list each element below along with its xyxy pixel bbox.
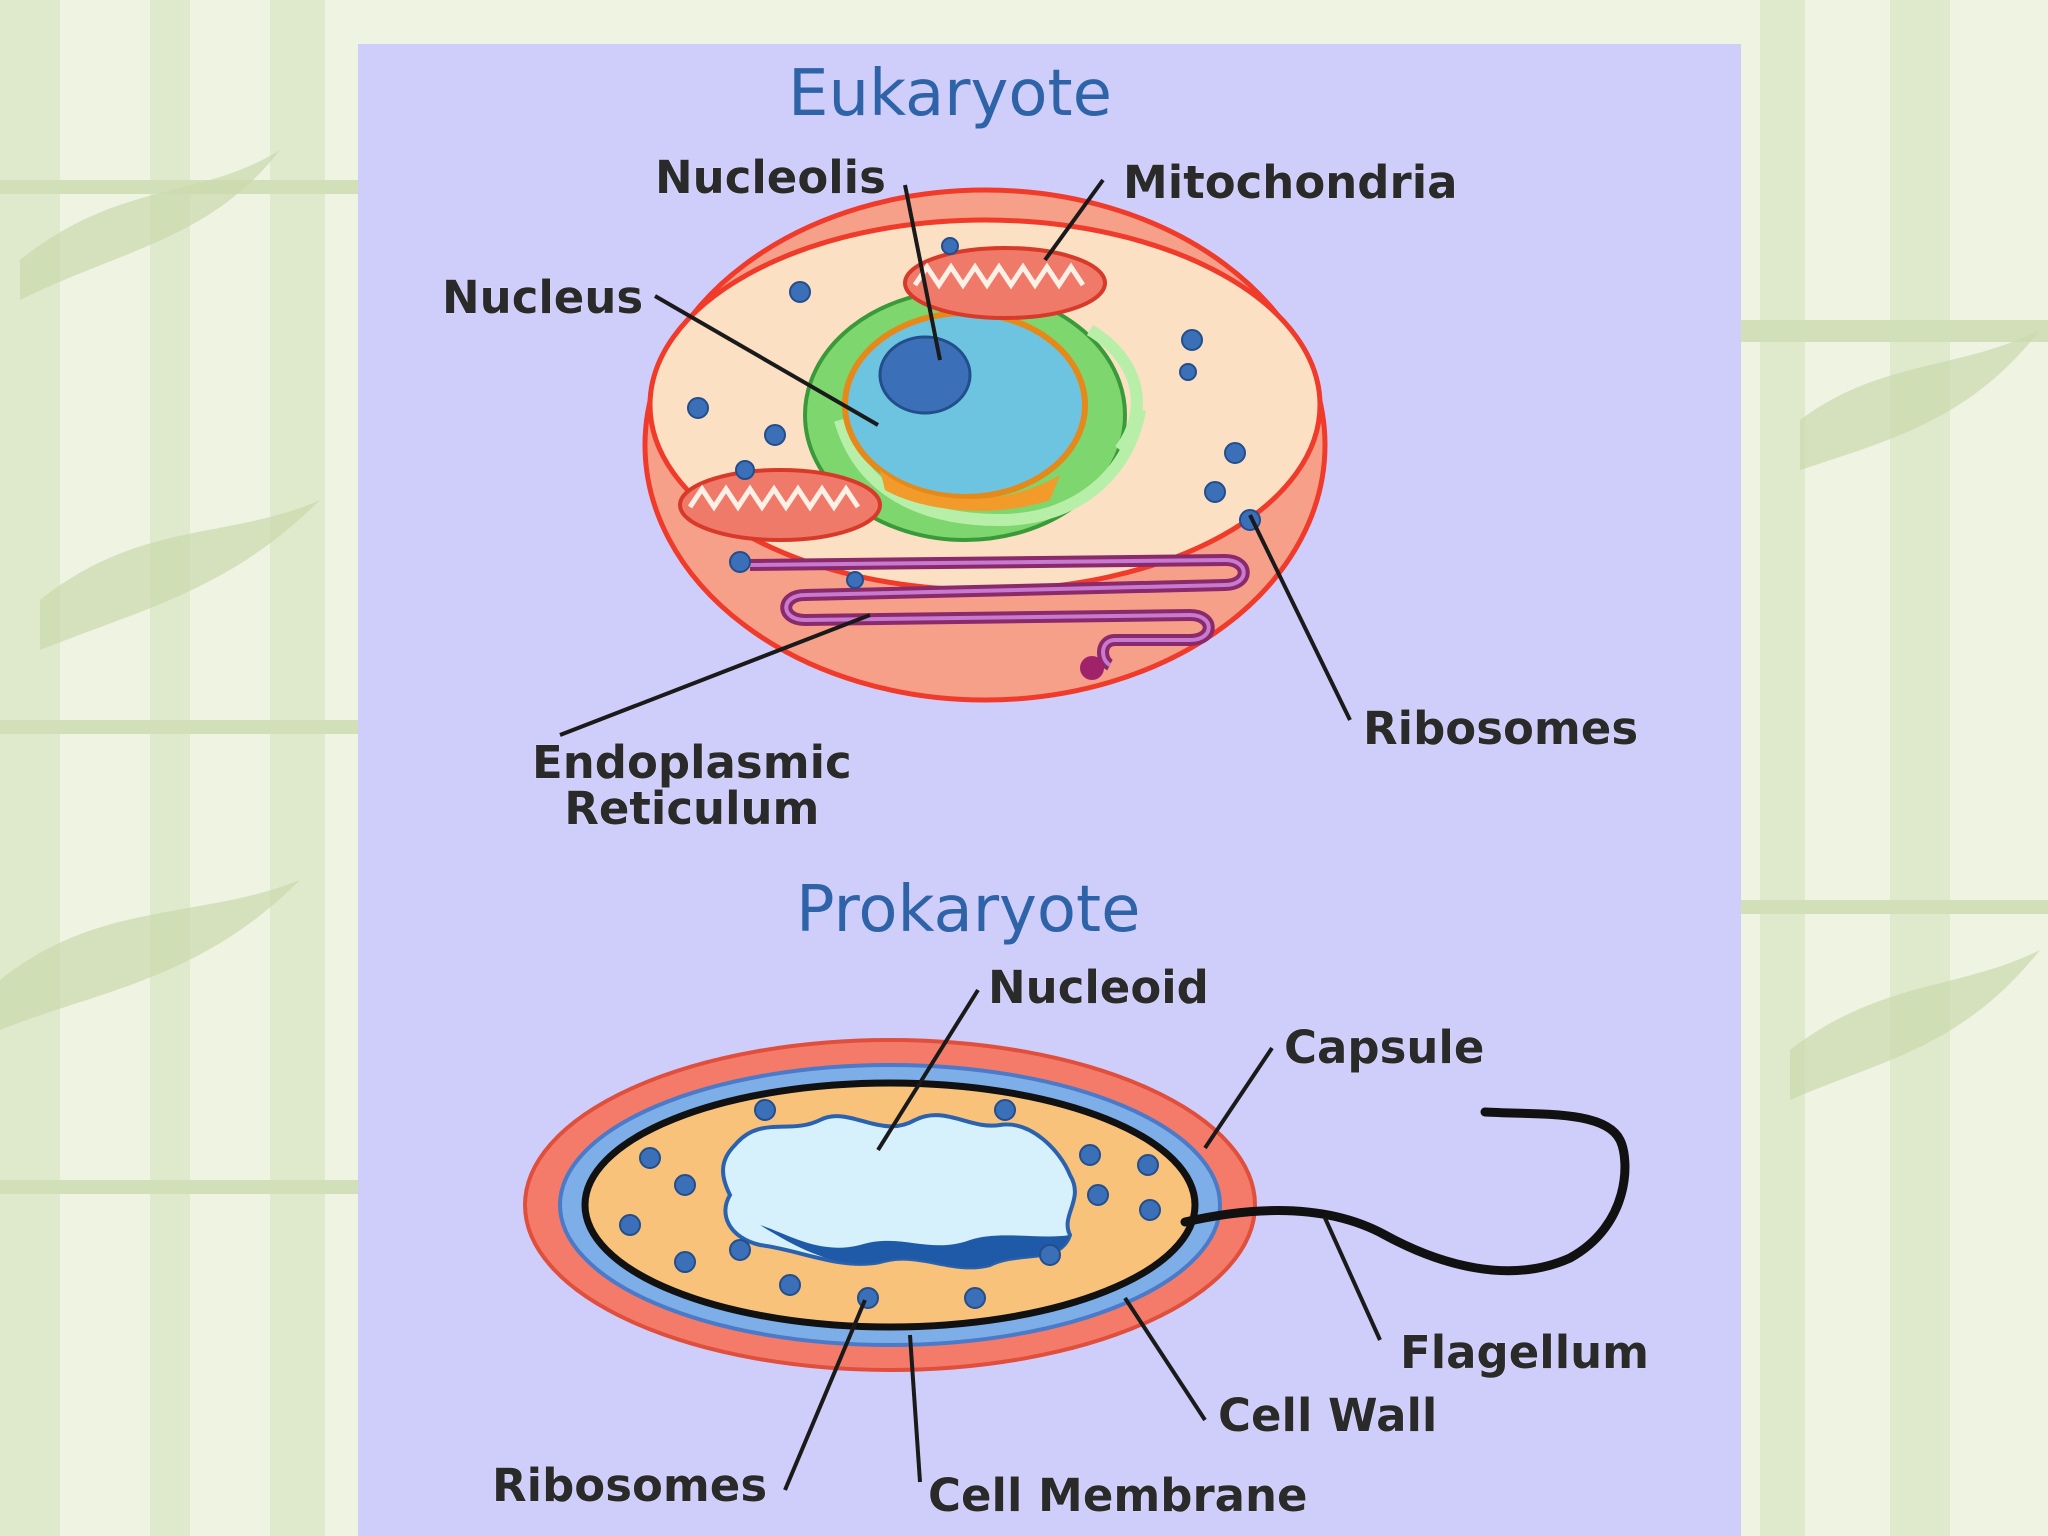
label-cell-membrane: Cell Membrane bbox=[928, 1469, 1308, 1522]
prokaryote-title: Prokaryote bbox=[796, 873, 1141, 947]
nucleus bbox=[842, 310, 1088, 500]
label-er-line2: Reticulum bbox=[564, 782, 820, 835]
label-flagellum: Flagellum bbox=[1400, 1326, 1650, 1379]
label-endoplasmic-reticulum: Endoplasmic Reticulum bbox=[532, 740, 852, 832]
flagellum bbox=[1180, 1107, 1630, 1276]
label-mitochondria: Mitochondria bbox=[1123, 156, 1458, 209]
label-nucleus: Nucleus bbox=[442, 271, 644, 324]
prokaryote-cell bbox=[523, 988, 1630, 1491]
label-ribosomes-eukaryote: Ribosomes bbox=[1363, 702, 1639, 755]
label-nucleoid: Nucleoid bbox=[988, 961, 1209, 1014]
ribosomes-prokaryote bbox=[619, 1099, 1161, 1309]
eukaryote-leader-lines bbox=[559, 178, 1352, 737]
label-capsule: Capsule bbox=[1284, 1021, 1485, 1074]
label-er-line1: Endoplasmic bbox=[532, 736, 852, 789]
ribosomes-eukaryote bbox=[687, 237, 1261, 589]
nucleolus bbox=[878, 335, 972, 415]
mitochondrion-left bbox=[678, 468, 882, 542]
eukaryote-title: Eukaryote bbox=[788, 57, 1112, 131]
mitochondrion-top bbox=[903, 246, 1107, 320]
label-cell-wall: Cell Wall bbox=[1218, 1389, 1438, 1442]
label-nucleolis: Nucleolis bbox=[655, 151, 886, 204]
label-ribosomes-prokaryote: Ribosomes bbox=[492, 1459, 768, 1512]
eukaryote-cell bbox=[559, 178, 1352, 737]
prokaryote-leader-lines bbox=[783, 988, 1382, 1491]
